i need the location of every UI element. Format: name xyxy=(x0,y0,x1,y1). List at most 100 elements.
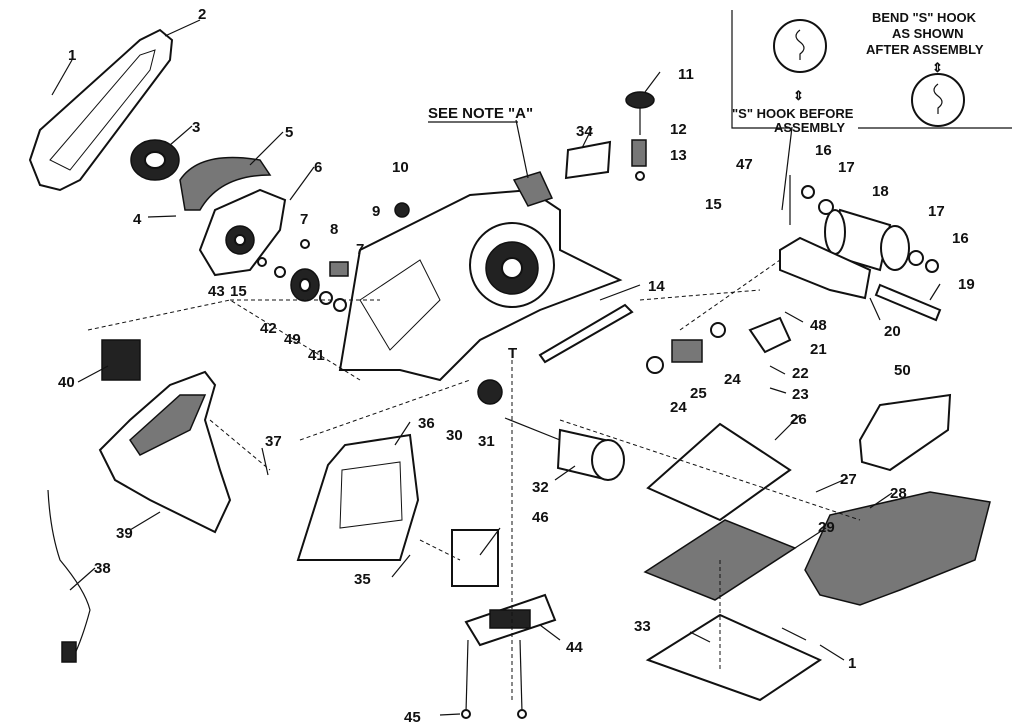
part-26-platen xyxy=(646,422,792,522)
label-part-35: 35 xyxy=(354,571,371,588)
label-part-9: 9 xyxy=(372,203,380,220)
label-part-16b: 16 xyxy=(952,230,969,247)
part-14-rod xyxy=(538,303,634,364)
label-part-7: 7 xyxy=(300,211,308,228)
part-19-shaft xyxy=(874,283,942,322)
part-17b-ring xyxy=(908,250,924,266)
label-part-33: 33 xyxy=(634,618,651,635)
part-16-washer xyxy=(801,185,815,199)
s-hook-after-icon xyxy=(911,73,965,127)
label-part-26: 26 xyxy=(790,411,807,428)
label-part-49: 49 xyxy=(284,331,301,348)
label-part-21: 21 xyxy=(810,341,827,358)
label-part-29: 29 xyxy=(818,519,835,536)
part-7-washer xyxy=(300,239,310,249)
s-hook-before-line1: "S" HOOK BEFORE xyxy=(732,106,854,121)
part-8-spring xyxy=(329,261,349,277)
part-40-switch xyxy=(101,339,141,381)
part-42-gear xyxy=(290,268,320,302)
label-part-1: 1 xyxy=(68,47,76,64)
label-part-17: 17 xyxy=(838,159,855,176)
part-39-handle xyxy=(98,370,232,534)
part-5-drive-belt xyxy=(179,156,272,211)
label-part-32: 32 xyxy=(532,479,549,496)
label-part-23: 23 xyxy=(792,386,809,403)
part-20-bracket xyxy=(779,236,872,300)
note-arrow-up: ⇕ xyxy=(793,88,804,103)
label-part-3: 3 xyxy=(192,119,200,136)
axis-marker-t: T xyxy=(508,345,517,362)
label-part-48: 48 xyxy=(810,317,827,334)
bend-hook-line1: BEND "S" HOOK xyxy=(872,10,977,25)
part-24b-washer xyxy=(710,322,726,338)
part-50-guard xyxy=(858,393,952,472)
label-part-19: 19 xyxy=(958,276,975,293)
part-32-drum xyxy=(504,417,625,481)
label-part-18: 18 xyxy=(872,183,889,200)
label-part-43: 43 xyxy=(208,283,225,300)
part-36-cover xyxy=(296,433,420,561)
part-34-label xyxy=(564,140,612,180)
label-part-12: 12 xyxy=(670,121,687,138)
label-part-37: 37 xyxy=(265,433,282,450)
label-part-36: 36 xyxy=(418,415,435,432)
part-12-spring xyxy=(631,139,647,167)
label-part-39: 39 xyxy=(116,525,133,542)
label-part-50: 50 xyxy=(894,362,911,379)
label-part-2: 2 xyxy=(198,6,206,23)
label-part-27: 27 xyxy=(840,471,857,488)
see-note-a-label: SEE NOTE "A" xyxy=(428,105,533,122)
part-30-roller xyxy=(477,379,503,405)
label-part-5: 5 xyxy=(285,124,293,141)
part-2-belt-guard xyxy=(28,28,174,192)
label-part-16: 16 xyxy=(815,142,832,159)
part-15-washer xyxy=(274,266,286,278)
label-part-10: 10 xyxy=(392,159,409,176)
label-part-42: 42 xyxy=(260,320,277,337)
label-part-4: 4 xyxy=(133,211,142,228)
label-part-11: 11 xyxy=(678,66,694,83)
label-part-13: 13 xyxy=(670,147,687,164)
label-part-28: 28 xyxy=(890,485,907,502)
label-part-46: 46 xyxy=(532,509,549,526)
part-46-sheet xyxy=(451,529,499,587)
part-16b-washer xyxy=(925,259,939,273)
label-part-30: 30 xyxy=(446,427,463,444)
part-41-washer xyxy=(333,298,347,312)
leader-lines xyxy=(51,19,941,716)
label-part-25: 25 xyxy=(690,385,707,402)
label-part-6: 6 xyxy=(314,159,322,176)
part-11-knob xyxy=(625,91,655,135)
part-10-nut xyxy=(394,202,410,218)
label-part-44: 44 xyxy=(566,639,583,656)
label-part-24: 24 xyxy=(670,399,687,416)
label-part-1b: 1 xyxy=(848,655,856,672)
label-part-47: 47 xyxy=(736,156,753,173)
part-13-washer xyxy=(635,171,645,181)
part-24-washer xyxy=(646,356,664,374)
s-hook-before-line2: ASSEMBLY xyxy=(774,120,845,135)
label-part-22: 22 xyxy=(792,365,809,382)
part-49-washer xyxy=(319,291,333,305)
part-45-screws xyxy=(461,639,527,719)
label-part-45: 45 xyxy=(404,709,421,726)
label-part-14: 14 xyxy=(648,278,665,295)
label-part-17b: 17 xyxy=(928,203,945,220)
s-hook-before-icon xyxy=(773,19,827,73)
label-part-34: 34 xyxy=(576,123,593,140)
label-part-15: 15 xyxy=(705,196,722,213)
label-part-38: 38 xyxy=(94,560,111,577)
part-28-sanding-belt xyxy=(804,491,991,606)
part-38-power-cord xyxy=(47,489,91,663)
label-part-40: 40 xyxy=(58,374,75,391)
label-part-24b: 24 xyxy=(724,371,741,388)
part-33-plate xyxy=(645,613,823,702)
part-21-lever xyxy=(748,316,792,354)
bend-hook-line2: AS SHOWN xyxy=(892,26,964,41)
part-3-pulley xyxy=(130,139,180,181)
label-part-41: 41 xyxy=(308,347,325,364)
label-part-8: 8 xyxy=(330,221,338,238)
label-part-7b: 7 xyxy=(356,241,364,258)
